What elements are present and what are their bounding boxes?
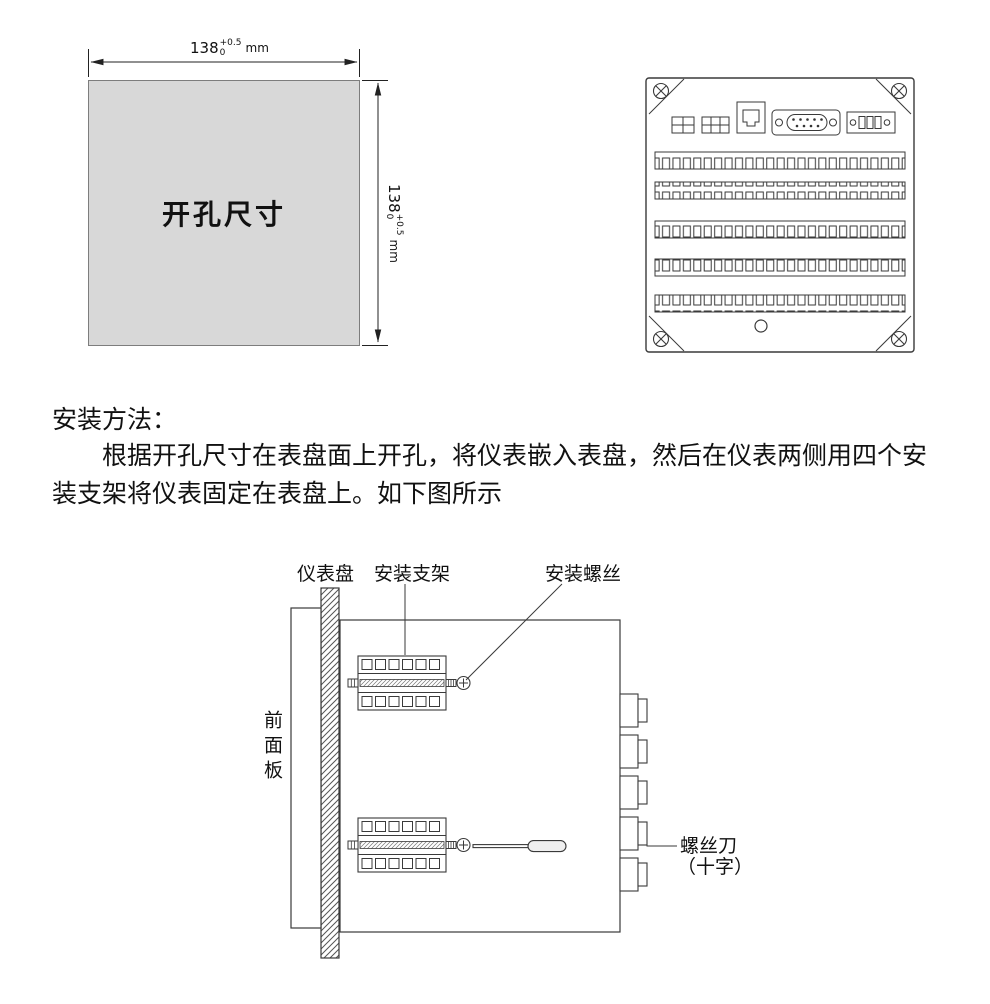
rear-view-diagram [645,77,915,353]
corner-screw-icon [890,82,908,100]
bracket-label: 安装支架 [374,563,450,585]
mounting-panel-hatch [320,587,340,959]
screwdriver-label-line1: 螺丝刀 [680,835,737,857]
height-dim-tol-top: +0.5 [394,213,404,236]
terminal-strip [654,151,906,170]
rear-terminal-tab [619,775,648,810]
height-dim-tol-bottom: 0 [383,213,394,220]
screwdriver [472,840,567,853]
install-method-text: 根据开孔尺寸在表盘面上开孔，将仪表嵌入表盘，然后在仪表两侧用四个安装支架将仪表固… [52,443,928,508]
height-dim-unit: mm [386,239,401,263]
width-dim-value: 138 [190,38,219,57]
screwdriver-label-line2: （十字） [677,856,753,878]
width-dim-tolerance: +0.5 0 [220,38,242,59]
corner-screw-icon [652,82,670,100]
rear-terminal-tab [619,693,648,728]
power-connector-icon [846,111,896,134]
db9-connector-icon [771,109,841,136]
db9-pins [792,118,823,128]
width-dim-tol-bottom: 0 [219,48,226,59]
install-method-heading: 安装方法： [52,407,178,434]
rear-terminal-tab [619,857,648,892]
terminal-strip [654,294,906,313]
screwdriver-shaft [472,844,529,849]
panel-label: 仪表盘 [297,563,354,585]
corner-screw-icon [652,330,670,348]
terminal-strip [654,181,906,200]
aux-connector-icon [671,116,695,134]
screw-leader-line [465,583,563,681]
seal-hole [754,319,768,333]
screwdriver-handle [527,840,567,853]
width-dimension-label: 138 +0.5 0 mm [190,38,269,59]
terminal-strip [654,220,906,239]
screw-label: 安装螺丝 [545,563,621,585]
front-panel [290,607,322,929]
height-dimension-label: 138 +0.5 0 mm [383,184,404,263]
rear-terminal-tab [619,816,648,851]
front-panel-label: 前面板 [261,710,282,785]
rear-terminal-tab [619,734,648,769]
width-dim-unit: mm [245,41,269,56]
rj45-port-icon [736,101,766,134]
cutout-label: 开孔尺寸 [161,200,286,231]
height-dim-tolerance: +0.5 0 [383,214,404,236]
corner-screw-icon [890,330,908,348]
cutout-square: 开孔尺寸 [88,80,360,346]
rear-panel-outline [645,77,915,353]
aux-connector-icon [701,116,730,134]
side-view-diagram: 仪表盘 安装支架 安装螺丝 螺丝刀 （十字） [290,563,753,959]
height-dim-value: 138 [385,184,404,213]
terminal-strip [654,258,906,277]
width-dim-tol-top: +0.5 [219,38,242,48]
